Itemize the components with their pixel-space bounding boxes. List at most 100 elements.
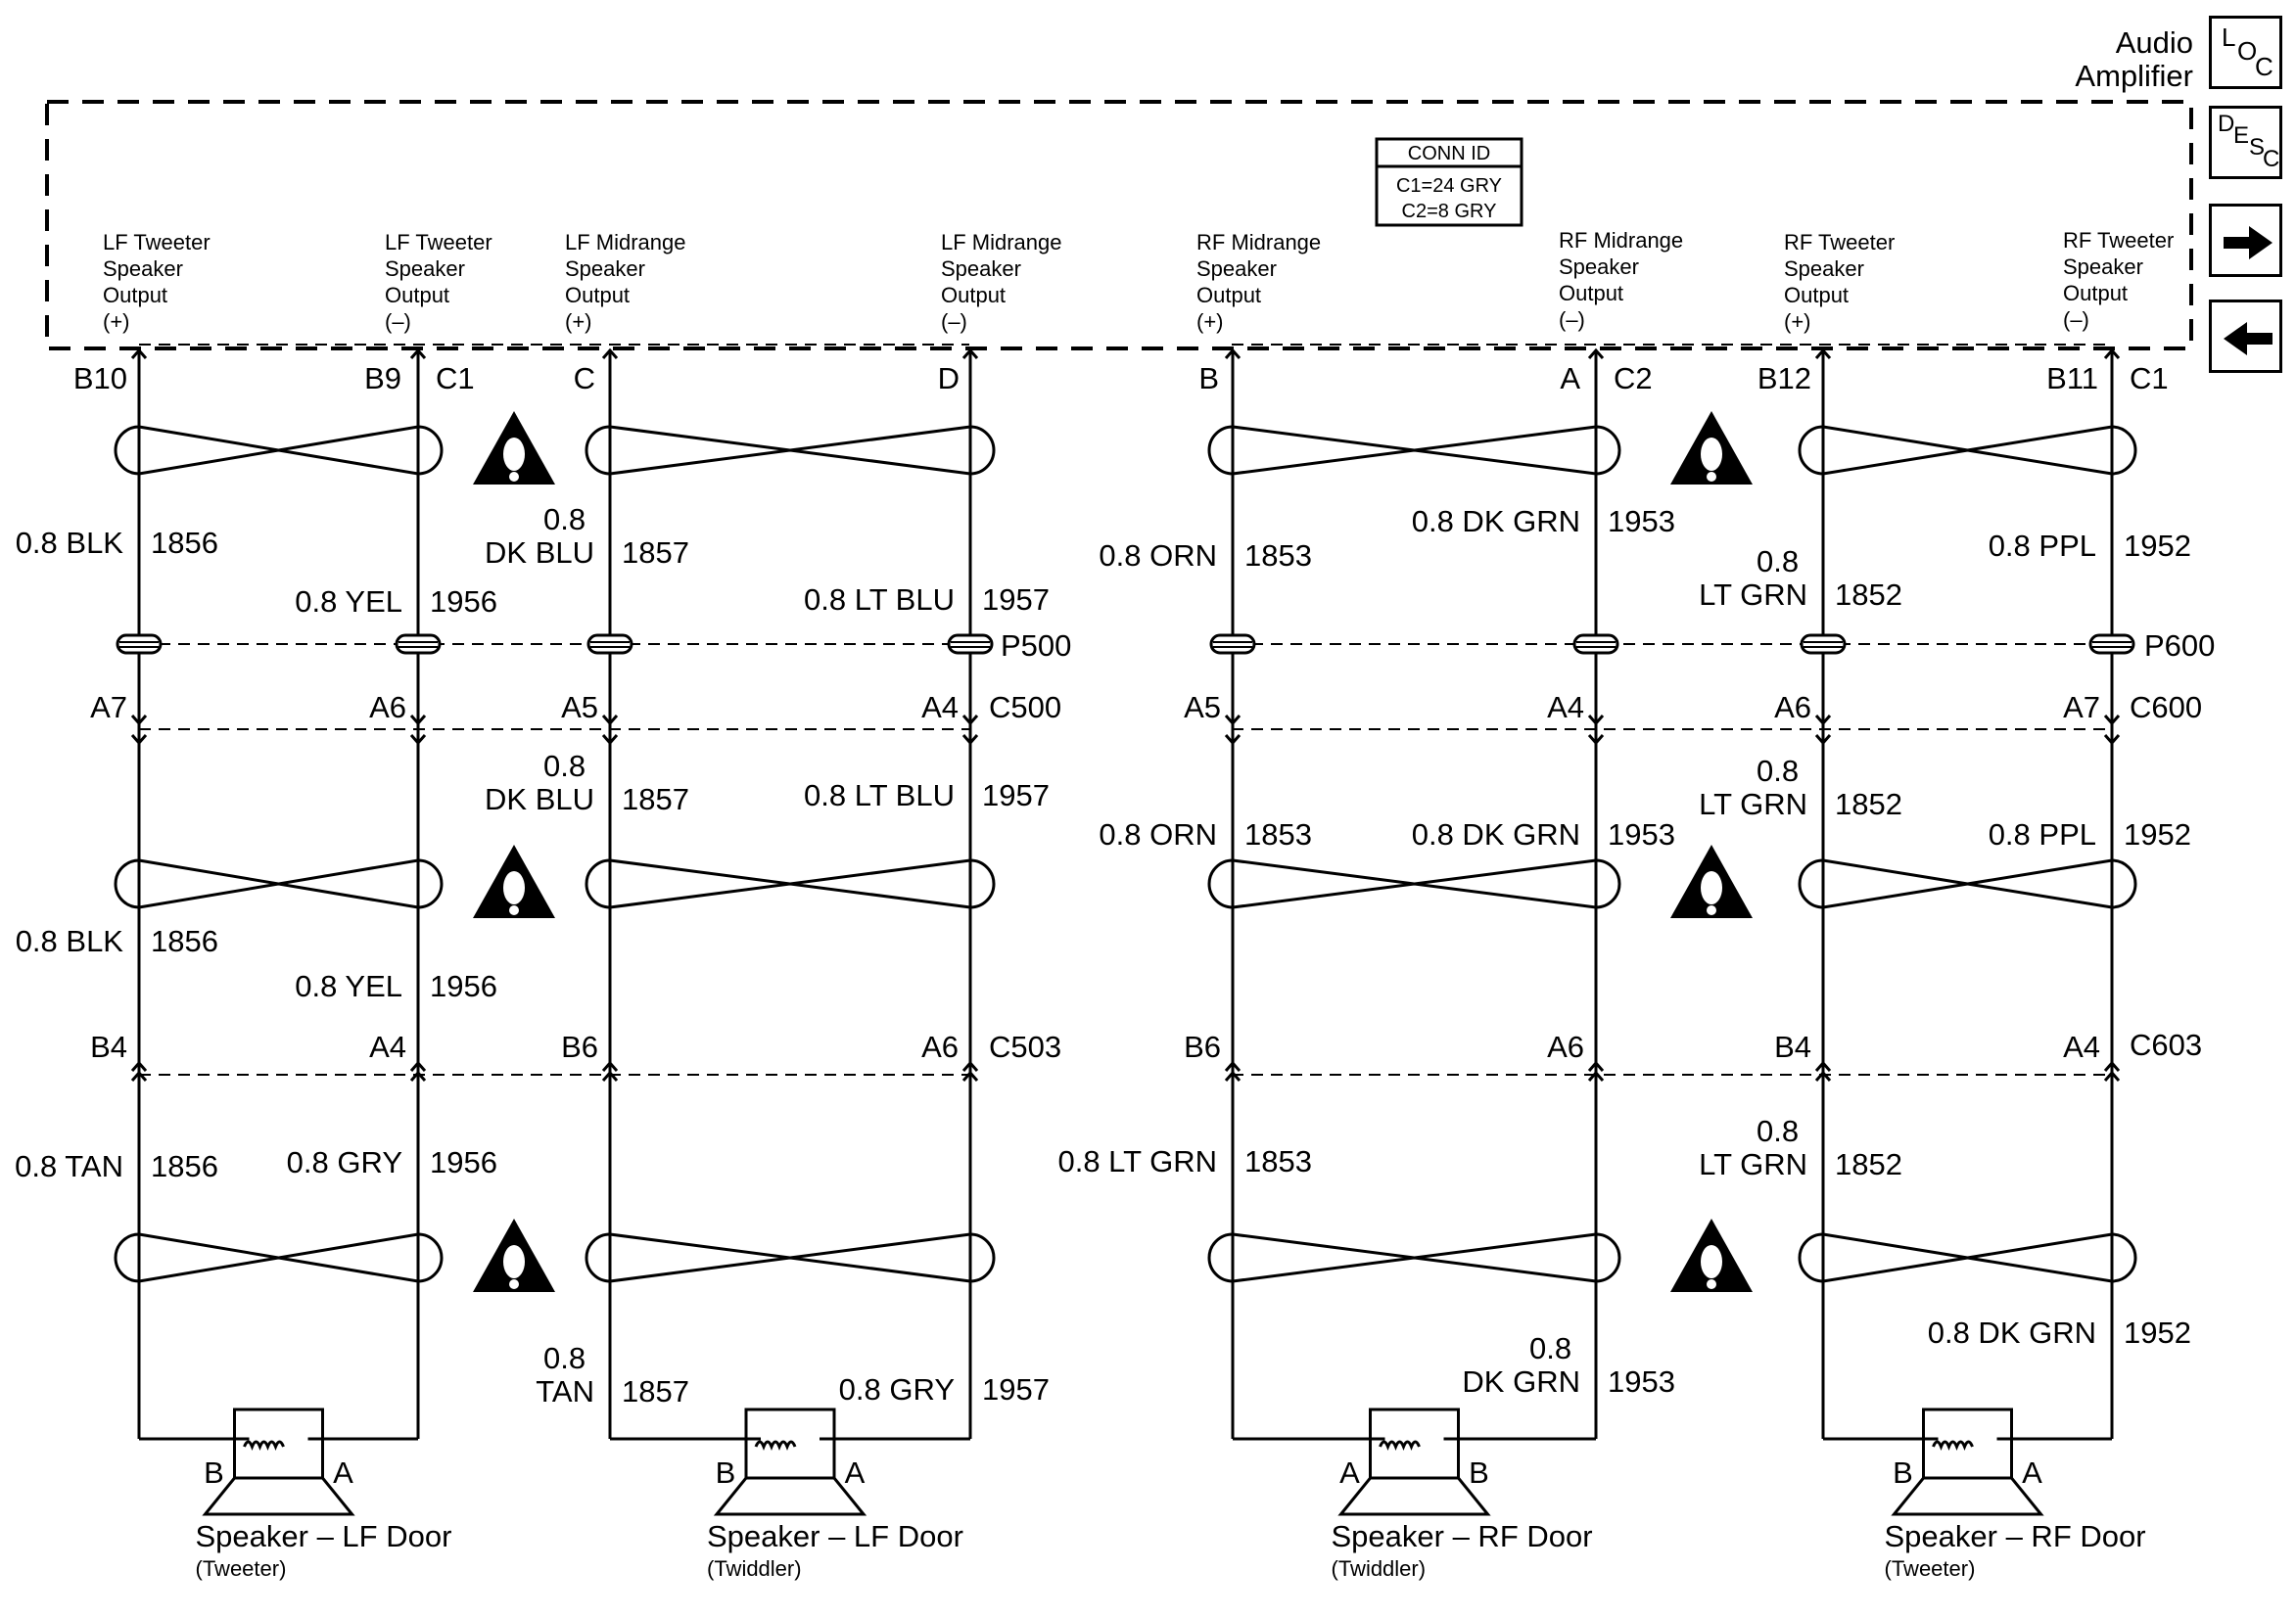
inline-connector-symbol: [1800, 633, 1847, 655]
circuit-number: 1856: [151, 1149, 218, 1183]
pin-label: B11: [2046, 361, 2098, 395]
output-label: Output: [1196, 283, 1261, 307]
pin-arrow: [1587, 1060, 1605, 1072]
right-arrow-icon: [2224, 226, 2273, 259]
pin-label: B6: [561, 1030, 598, 1064]
conn-id-line: C1=24 GRY: [1396, 175, 1502, 197]
pin-label: A6: [1547, 1030, 1584, 1064]
wire-color-label: DK GRN: [1462, 1364, 1580, 1399]
conn-id-line: C2=8 GRY: [1402, 201, 1497, 222]
pin-label: B: [1198, 361, 1219, 395]
output-label: Output: [2063, 281, 2128, 305]
pin-socket: [409, 347, 427, 359]
output-label: (+): [1784, 309, 1811, 334]
output-label: Speaker: [565, 256, 645, 281]
circuit-number: 1853: [1244, 817, 1312, 852]
twisted-pair-symbol: [1207, 425, 1621, 476]
pin-label: C2: [1614, 361, 1653, 395]
inline-connector-symbol: [586, 633, 633, 655]
circuit-number: 1957: [982, 778, 1050, 812]
next-page-button[interactable]: [2209, 204, 2282, 277]
pin-arrow: [2103, 1070, 2121, 1082]
connector-label: C600: [2130, 690, 2202, 724]
twisted-pair-symbol: [585, 1232, 996, 1283]
circuit-number: 1856: [151, 526, 218, 560]
speaker-pin-label: A: [1339, 1455, 1360, 1490]
pin-label: D: [938, 361, 960, 395]
inline-connector-symbol: [1209, 633, 1256, 655]
pin-arrow: [2103, 715, 2121, 726]
wire-color-label: 0.8 TAN: [15, 1149, 123, 1183]
wire-color-label: 0.8 PPL: [1989, 529, 2096, 563]
speaker-name: Speaker – LF Door: [707, 1519, 963, 1553]
connector-label: P500: [1001, 628, 1071, 663]
conn-id-header: CONN ID: [1408, 143, 1490, 164]
pin-arrow: [961, 1060, 979, 1072]
pin-socket: [961, 347, 979, 359]
circuit-number: 1956: [430, 584, 497, 619]
wire-color-label: 0.8 DK GRN: [1412, 504, 1580, 538]
pin-label: B4: [90, 1030, 127, 1064]
pin-socket: [1587, 347, 1605, 359]
pin-label: B10: [73, 361, 127, 395]
inline-connector-symbol: [1572, 633, 1619, 655]
pin-socket: [130, 347, 148, 359]
circuit-number: 1856: [151, 924, 218, 958]
pin-arrow: [961, 1070, 979, 1082]
pin-arrow: [409, 1060, 427, 1072]
pin-arrow: [1587, 1070, 1605, 1082]
wire-color-label: 0.8 BLK: [16, 526, 124, 560]
output-label: (–): [2063, 307, 2089, 332]
speaker-type: (Tweeter): [1885, 1556, 1976, 1581]
inline-connector-symbol: [947, 633, 994, 655]
pin-arrow: [2103, 1060, 2121, 1072]
loc-letter-l: L: [2222, 23, 2236, 52]
pin-arrow: [1224, 715, 1242, 726]
pin-socket: [1224, 347, 1242, 359]
output-label: Speaker: [1196, 256, 1277, 281]
speaker-pin-label: A: [2022, 1455, 2042, 1490]
pin-arrow: [961, 734, 979, 746]
output-label: RF Tweeter: [2063, 228, 2174, 253]
pin-label: A4: [2063, 1030, 2100, 1064]
wire-color-label: 0.8: [1757, 544, 1799, 578]
previous-page-button[interactable]: [2209, 300, 2282, 373]
circuit-number: 1853: [1244, 538, 1312, 573]
pin-label: A4: [921, 690, 959, 724]
speaker-type: (Twiddler): [707, 1556, 802, 1581]
location-button[interactable]: L O C: [2209, 16, 2282, 89]
speaker-pin-label: A: [333, 1455, 353, 1490]
circuit-number: 1857: [622, 782, 689, 816]
output-label: Output: [565, 283, 630, 307]
pin-socket: [2103, 347, 2121, 359]
speaker-name: Speaker – LF Door: [196, 1519, 452, 1553]
warning-icon: [1670, 1219, 1753, 1292]
connector-label: C500: [989, 690, 1061, 724]
wire-color-label: 0.8 PPL: [1989, 817, 2096, 852]
pin-label: A4: [369, 1030, 406, 1064]
pin-socket: [601, 347, 619, 359]
pin-arrow: [1814, 734, 1832, 746]
pin-label: B4: [1774, 1030, 1811, 1064]
twisted-pair-symbol: [1798, 1232, 2137, 1283]
output-label: (–): [1559, 307, 1585, 332]
output-label: LF Tweeter: [103, 230, 211, 254]
pin-arrow: [2103, 734, 2121, 746]
output-label: Output: [941, 283, 1006, 307]
pin-arrow: [1224, 1060, 1242, 1072]
loc-letter-o: O: [2237, 36, 2258, 66]
output-label: Speaker: [385, 256, 465, 281]
desc-letter-s: S: [2249, 134, 2266, 161]
output-label: (–): [941, 309, 967, 334]
wire-color-label: 0.8 GRY: [287, 1145, 402, 1179]
circuit-number: 1852: [1835, 787, 1902, 821]
output-label: Speaker: [1784, 256, 1864, 281]
wire-color-label: LT GRN: [1699, 1147, 1807, 1181]
description-button[interactable]: D E S C: [2209, 106, 2282, 179]
wire-color-label: 0.8: [1757, 754, 1799, 788]
output-label: (–): [385, 309, 411, 334]
connector-label: C603: [2130, 1028, 2202, 1062]
wire-color-label: DK BLU: [485, 535, 594, 570]
circuit-number: 1953: [1608, 1364, 1675, 1399]
speaker-pin-label: B: [204, 1455, 224, 1490]
